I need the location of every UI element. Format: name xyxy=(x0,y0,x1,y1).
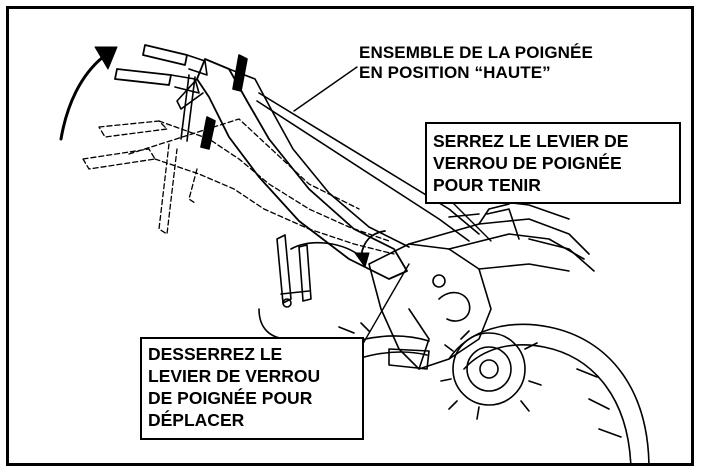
rotation-arrow xyxy=(59,46,118,141)
diagram-frame: ENSEMBLE DE LA POIGNÉE EN POSITION “HAUT… xyxy=(6,6,694,466)
pivot-arrow xyxy=(354,230,386,268)
lower-handle-outline xyxy=(82,118,395,255)
tighten-lever-callout: SERREZ LE LEVIER DE VERROU DE POIGNÉE PO… xyxy=(425,122,681,204)
upper-handle xyxy=(114,44,480,280)
wheel xyxy=(440,323,650,463)
leader-lines xyxy=(293,66,492,355)
loosen-lever-callout: DESSERREZ LE LEVIER DE VERROU DE POIGNÉE… xyxy=(140,337,364,440)
tiller-illustration xyxy=(59,44,650,463)
handle-up-label: ENSEMBLE DE LA POIGNÉE EN POSITION “HAUT… xyxy=(359,43,593,82)
